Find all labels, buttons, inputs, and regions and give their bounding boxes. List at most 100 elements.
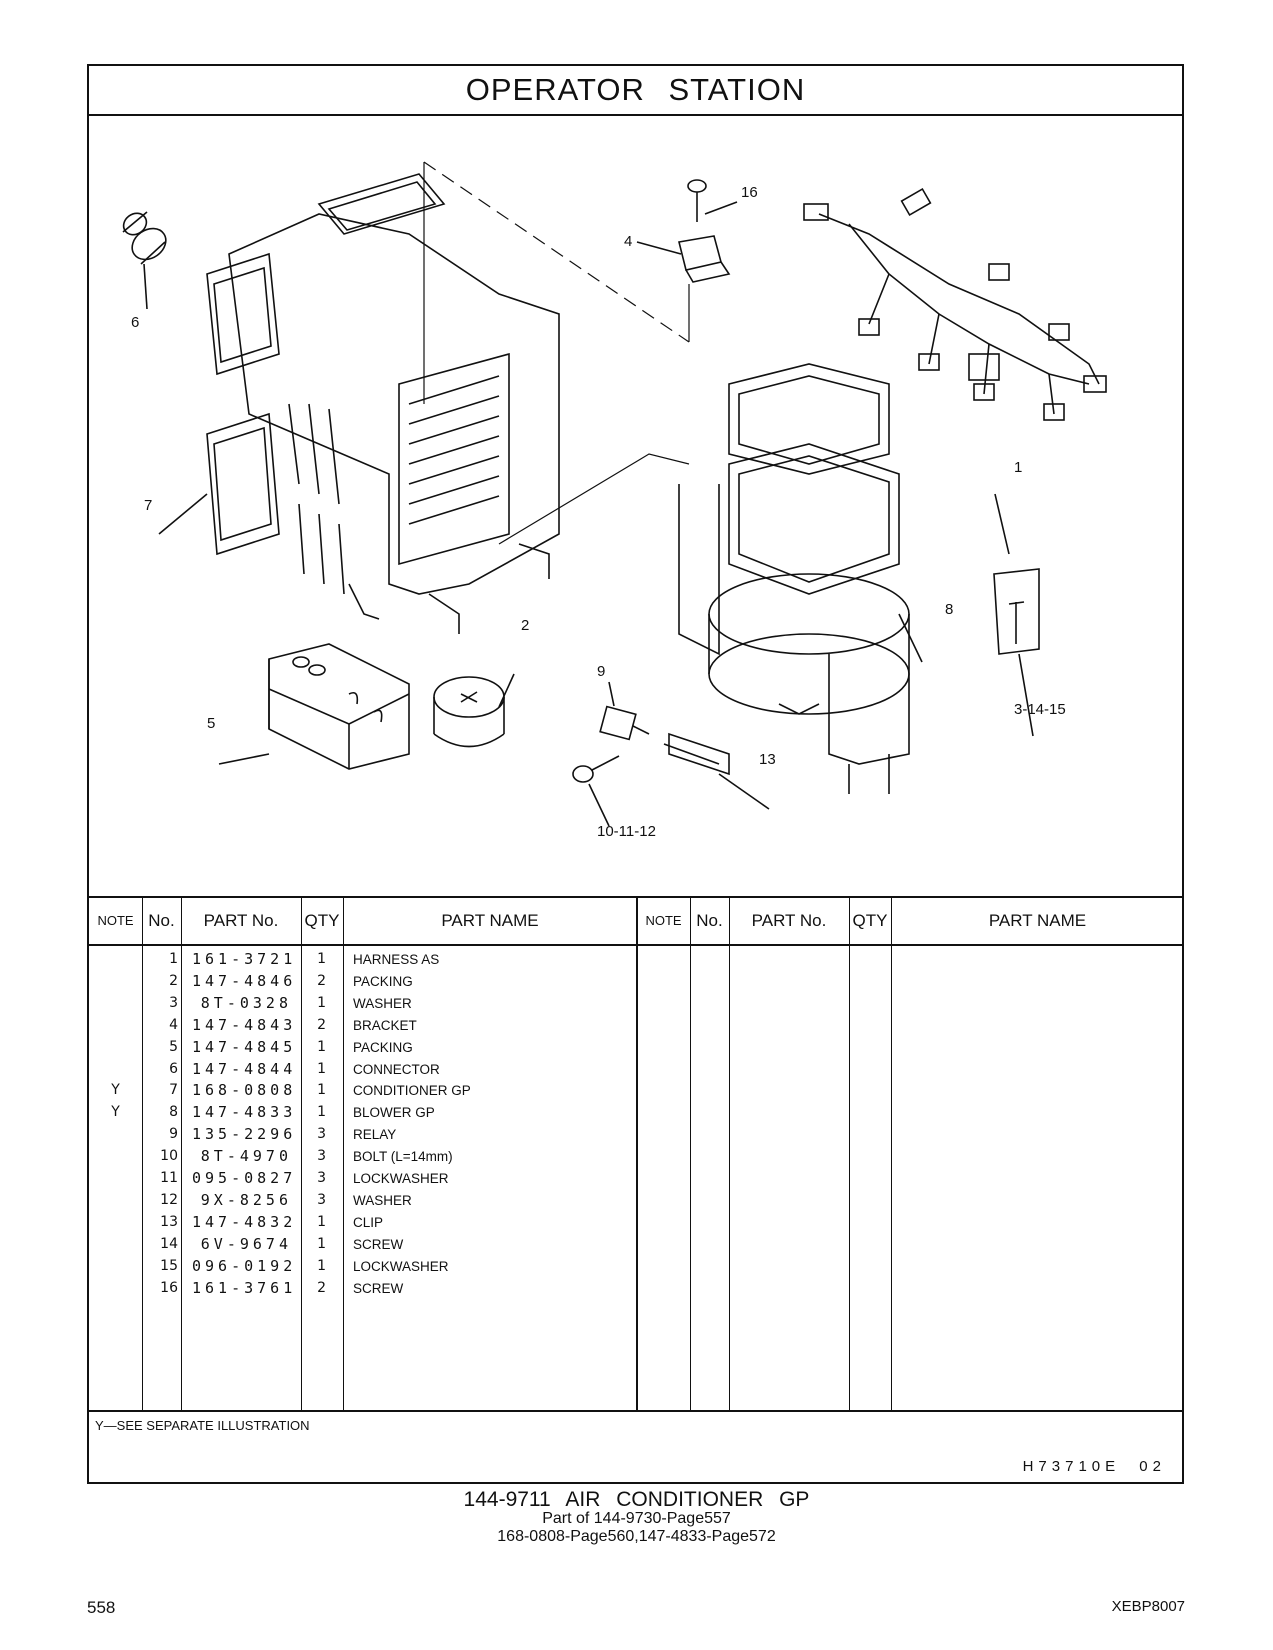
row-part-name: PACKING	[353, 973, 413, 989]
row-quantity: 1	[317, 994, 326, 1011]
row-part-number: 147-4833	[192, 1103, 297, 1122]
row-number: 16	[160, 1279, 178, 1296]
row-part-name: CONDITIONER GP	[353, 1083, 471, 1099]
callout-13: 13	[759, 751, 776, 768]
column-divider	[343, 898, 344, 1410]
header-qty-right: QTY	[852, 911, 888, 930]
column-divider	[729, 898, 730, 1410]
row-part-number: 147-4843	[192, 1015, 297, 1034]
fastener-bag-part-3	[993, 568, 1040, 655]
packing-part-5	[268, 643, 410, 770]
row-quantity: 1	[317, 1257, 326, 1274]
parts-table-header: NOTE No. PART No. QTY PART NAME NOTE No.…	[89, 898, 1182, 946]
clip-part-13	[663, 732, 730, 776]
row-quantity: 2	[317, 972, 326, 989]
row-number: 9	[169, 1126, 178, 1143]
illustration-drawing: 16 4 6 1 7 2 8 9 3-14-15 5 13 10-11-12	[122, 161, 1107, 840]
row-part-number: 168-0808	[192, 1081, 297, 1100]
row-quantity: 1	[317, 1104, 326, 1121]
row-part-name: BOLT (L=14mm)	[353, 1149, 453, 1165]
row-part-name: LOCKWASHER	[353, 1258, 449, 1274]
header-note-right: NOTE	[645, 913, 682, 928]
row-part-number: 147-4844	[192, 1059, 297, 1078]
row-number: 13	[160, 1213, 178, 1230]
packing-part-2	[433, 676, 505, 748]
callout-5: 5	[207, 715, 215, 732]
row-part-name: BRACKET	[353, 1017, 417, 1033]
row-number: 5	[169, 1038, 178, 1055]
row-quantity: 3	[317, 1148, 326, 1165]
parts-table: NOTE No. PART No. QTY PART NAME NOTE No.…	[89, 896, 1182, 1412]
row-note: Y	[111, 1104, 120, 1121]
row-number: 7	[169, 1082, 178, 1099]
header-qty-left: QTY	[304, 911, 340, 930]
header-partname-left: PART NAME	[441, 911, 539, 930]
row-part-name: SCREW	[353, 1280, 404, 1296]
row-part-number: 161-3721	[192, 950, 297, 968]
row-number: 14	[160, 1235, 178, 1252]
header-partname-right: PART NAME	[988, 911, 1087, 930]
header-no-left: No.	[148, 911, 175, 930]
column-divider	[690, 898, 691, 1410]
bolt-part-10	[572, 755, 620, 783]
exploded-illustration: 16 4 6 1 7 2 8 9 3-14-15 5 13 10-11-12	[89, 114, 1182, 896]
row-part-number: 9X-8256	[200, 1190, 292, 1209]
row-part-number: 8T-0328	[200, 993, 292, 1012]
row-quantity: 1	[317, 1213, 326, 1230]
row-part-number: 6V-9674	[200, 1234, 292, 1253]
row-number: 15	[160, 1257, 178, 1274]
row-part-number: 135-2296	[192, 1125, 297, 1144]
row-part-number: 095-0827	[192, 1169, 297, 1187]
page-title: OPERATOR STATION	[89, 66, 1182, 116]
row-part-name: LOCKWASHER	[353, 1171, 449, 1186]
row-number: 4	[169, 1016, 178, 1033]
row-part-name: PACKING	[353, 1039, 413, 1055]
header-partno-right: PART No.	[751, 911, 827, 930]
connector-part-6	[122, 211, 167, 265]
row-quantity: 1	[317, 1060, 326, 1077]
footnote: Y—SEE SEPARATE ILLUSTRATION	[95, 1418, 310, 1433]
group-reference-1: Part of 144-9730-Page557	[542, 1510, 731, 1527]
page-number: 558	[87, 1598, 116, 1617]
row-quantity: 1	[317, 1082, 326, 1099]
row-number: 8	[169, 1104, 178, 1121]
row-quantity: 3	[317, 1170, 326, 1186]
row-part-number: 161-3761	[192, 1278, 297, 1297]
column-divider	[849, 898, 850, 1410]
row-quantity: 1	[317, 1235, 326, 1252]
table-row: 11 095-0827 3 LOCKWASHER	[89, 1167, 609, 1190]
row-part-name: RELAY	[353, 1127, 397, 1143]
callout-4: 4	[624, 233, 632, 250]
row-part-name: HARNESS AS	[353, 952, 440, 967]
table-row: 9 135-2296 3 RELAY	[89, 1123, 609, 1146]
row-part-name: CONNECTOR	[353, 1061, 440, 1077]
callout-9: 9	[597, 663, 605, 680]
conditioner-housing-part-7	[206, 173, 560, 634]
row-note: Y	[111, 1082, 120, 1099]
row-quantity: 3	[317, 1126, 326, 1143]
bracket-part-4	[678, 235, 731, 283]
row-part-number: 8T-4970	[200, 1147, 292, 1166]
relay-part-9	[599, 705, 650, 741]
group-reference-2: 168-0808-Page560,147-4833-Page572	[497, 1528, 776, 1545]
row-number: 11	[160, 1170, 178, 1186]
callout-2: 2	[521, 617, 529, 634]
row-number: 10	[160, 1148, 178, 1165]
screw-part-16	[687, 179, 707, 222]
callout-10-11-12: 10-11-12	[597, 823, 656, 840]
row-number: 12	[160, 1191, 178, 1208]
table-row: 10 8T-4970 3 BOLT (L=14mm)	[89, 1145, 609, 1168]
row-quantity: 3	[317, 1191, 326, 1208]
callout-16: 16	[741, 184, 758, 201]
row-part-number: 147-4846	[192, 971, 297, 990]
